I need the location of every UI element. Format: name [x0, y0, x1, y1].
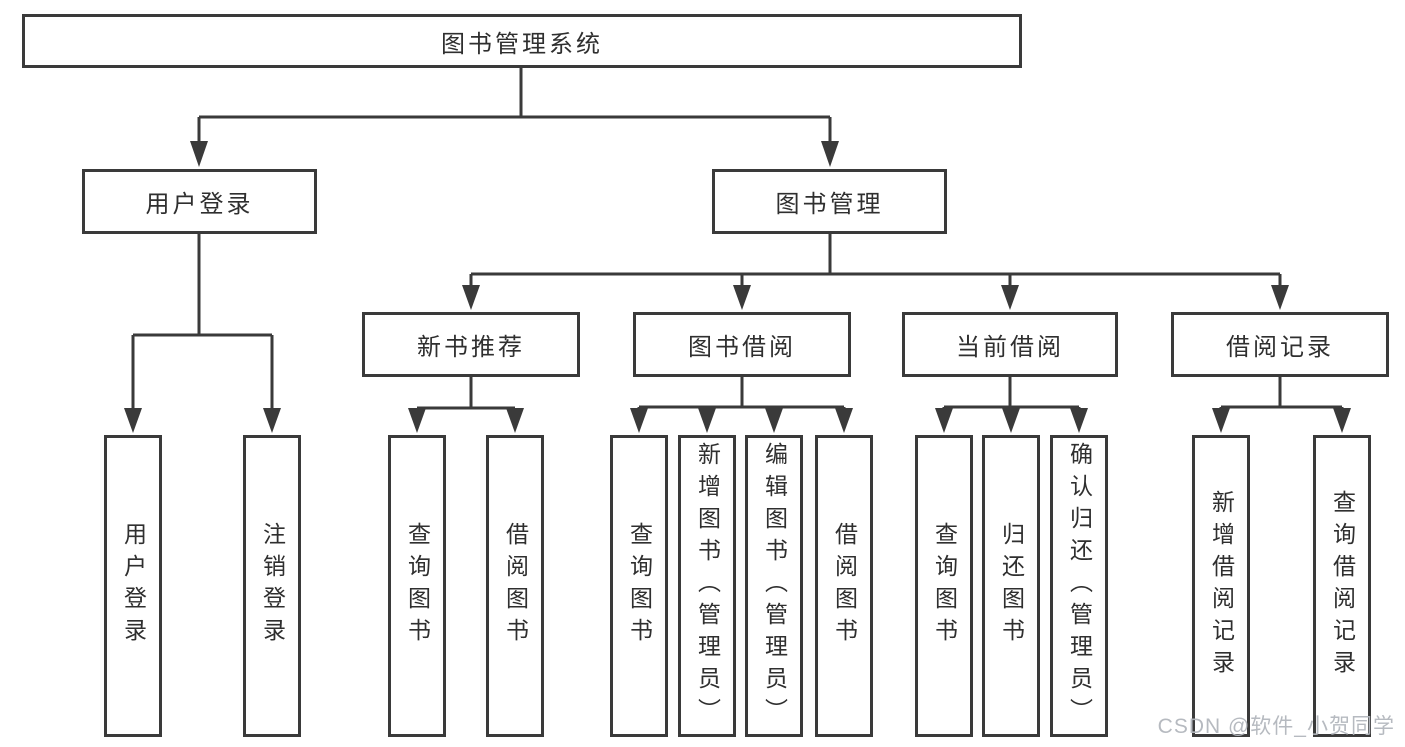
- leaf-query-books-recommend: 查询图书: [388, 435, 446, 737]
- leaf-return-books: 归还图书: [982, 435, 1040, 737]
- leaf-user-login: 用户登录: [104, 435, 162, 737]
- connector-new-books-to-leaves: [415, 377, 517, 414]
- node-book-management: 图书管理: [712, 169, 947, 234]
- arrow-leaf-cb-query: [935, 408, 953, 433]
- connector-records-to-leaves: [1219, 377, 1344, 414]
- arrow-leaf-cb-return: [1002, 408, 1020, 433]
- leaf-query-books-borrow: 查询图书: [610, 435, 668, 737]
- arrow-to-user-login: [190, 141, 208, 167]
- leaf-edit-books-admin: 编辑图书（管理员）: [745, 435, 803, 737]
- node-new-book-recommend: 新书推荐: [362, 312, 580, 377]
- arrow-to-book-borrow: [733, 285, 751, 310]
- arrow-leaf-nb-borrow: [506, 408, 524, 433]
- arrow-to-new-books: [462, 285, 480, 310]
- arrow-leaf-bb-add: [698, 408, 716, 433]
- arrow-leaf-logout: [263, 408, 281, 433]
- node-book-borrow: 图书借阅: [633, 312, 851, 377]
- leaf-borrow-books-recommend: 借阅图书: [486, 435, 544, 737]
- node-user-login: 用户登录: [82, 169, 317, 234]
- leaf-borrow-books: 借阅图书: [815, 435, 873, 737]
- arrow-leaf-user-login: [124, 408, 142, 433]
- arrowheads: [124, 141, 1351, 433]
- leaf-add-borrow-record: 新增借阅记录: [1192, 435, 1250, 737]
- arrow-to-current-borrow: [1001, 285, 1019, 310]
- node-current-borrow: 当前借阅: [902, 312, 1118, 377]
- arrow-leaf-br-add: [1212, 408, 1230, 433]
- leaf-add-books-admin: 新增图书（管理员）: [678, 435, 736, 737]
- leaf-query-books-current: 查询图书: [915, 435, 973, 737]
- leaf-query-borrow-record: 查询借阅记录: [1313, 435, 1371, 737]
- connector-user-login-to-leaves: [131, 234, 274, 412]
- leaf-confirm-return-admin: 确认归还（管理员）: [1050, 435, 1108, 737]
- connector-book-borrow-to-leaves: [637, 377, 846, 414]
- leaf-logout: 注销登录: [243, 435, 301, 737]
- arrow-leaf-bb-edit: [765, 408, 783, 433]
- arrow-leaf-bb-query: [630, 408, 648, 433]
- node-library-management-system: 图书管理系统: [22, 14, 1022, 68]
- arrow-to-records: [1271, 285, 1289, 310]
- arrow-leaf-br-query: [1333, 408, 1351, 433]
- connector-root-to-level2: [197, 68, 832, 144]
- csdn-watermark: CSDN @软件_小贺同学: [1157, 715, 1395, 738]
- arrow-leaf-bb-borrow: [835, 408, 853, 433]
- node-borrow-records: 借阅记录: [1171, 312, 1389, 377]
- arrow-leaf-nb-query: [408, 408, 426, 433]
- connector-book-mgmt-to-level3: [469, 234, 1282, 289]
- arrow-to-book-mgmt: [821, 141, 839, 167]
- arrow-leaf-cb-confirm: [1070, 408, 1088, 433]
